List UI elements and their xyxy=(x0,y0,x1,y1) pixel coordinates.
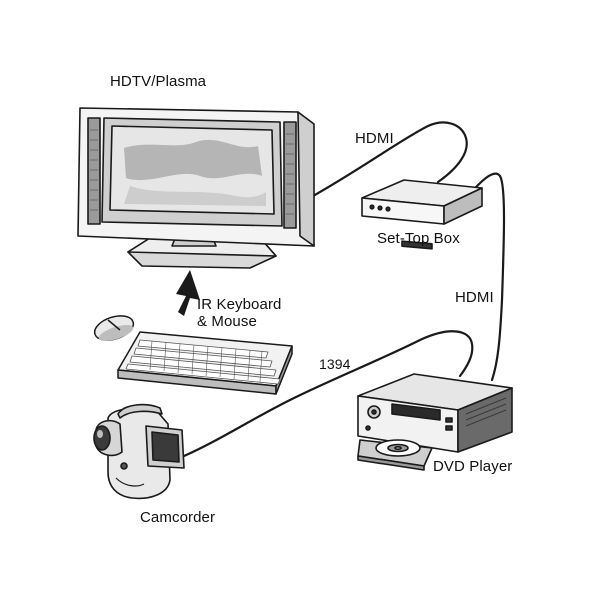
camcorder-handle xyxy=(117,403,163,419)
settop-side xyxy=(443,187,483,225)
tv-screen-shade xyxy=(124,139,262,181)
camcorder-label: Camcorder xyxy=(140,509,216,526)
tv-icon xyxy=(77,107,315,269)
tv-speaker-left xyxy=(87,117,101,225)
mouse-shadow xyxy=(98,325,134,341)
settop-button-1 xyxy=(369,204,375,210)
camcorder-strap xyxy=(115,477,145,487)
dvd-button-2 xyxy=(445,425,453,431)
camcorder-lens xyxy=(93,425,111,451)
settop-box-icon xyxy=(361,179,483,250)
tv-grill-lines xyxy=(90,129,294,215)
settop-label: Set-Top Box xyxy=(377,230,460,247)
cables xyxy=(182,121,506,458)
settop-button-2 xyxy=(377,205,383,211)
dvd-button-1 xyxy=(445,417,453,423)
keyboard-key-dividers xyxy=(149,340,263,383)
arrow-up-icon xyxy=(176,270,200,316)
dvd-vents xyxy=(465,397,507,427)
dvd-player-icon xyxy=(357,373,513,471)
camcorder-lcd xyxy=(151,431,180,463)
settop-button-3 xyxy=(385,206,391,212)
dvd-display xyxy=(391,403,441,421)
dvd-disc-hole xyxy=(394,445,402,450)
camcorder-button xyxy=(120,462,128,470)
ir-label-line1: IR Keyboard xyxy=(197,296,282,313)
dvd-knob-center xyxy=(371,409,377,415)
dvd-side xyxy=(457,387,513,453)
settop-display xyxy=(401,240,433,250)
hdmi-label-right: HDMI xyxy=(455,289,494,306)
dvd-tray-front xyxy=(357,455,425,471)
firewire-cable-camcorder-dvd xyxy=(182,330,474,458)
hdmi-label-top: HDMI xyxy=(355,130,394,147)
hdmi-cable-tv-settop xyxy=(304,121,468,202)
tv-speaker-right xyxy=(283,121,297,229)
ir-label-line2: & Mouse xyxy=(197,313,257,330)
camcorder-icon xyxy=(93,403,185,500)
dvd-button-3 xyxy=(365,425,371,431)
hdmi-cable-settop-dvd xyxy=(466,172,506,382)
mouse-icon xyxy=(93,315,135,341)
tv-label: HDTV/Plasma xyxy=(110,73,207,90)
mouse-split xyxy=(107,319,121,331)
camcorder-lens-glint xyxy=(97,430,103,438)
tv-screen-shade-2 xyxy=(124,186,266,206)
cable-1394-label: 1394 xyxy=(319,356,351,372)
tv-bezel-side xyxy=(297,111,315,247)
dvd-label: DVD Player xyxy=(433,458,513,475)
keyboard-icon xyxy=(117,331,293,395)
ir-keyboard-mouse-label: IR Keyboard & Mouse xyxy=(197,296,281,330)
keyboard-side xyxy=(275,345,293,395)
